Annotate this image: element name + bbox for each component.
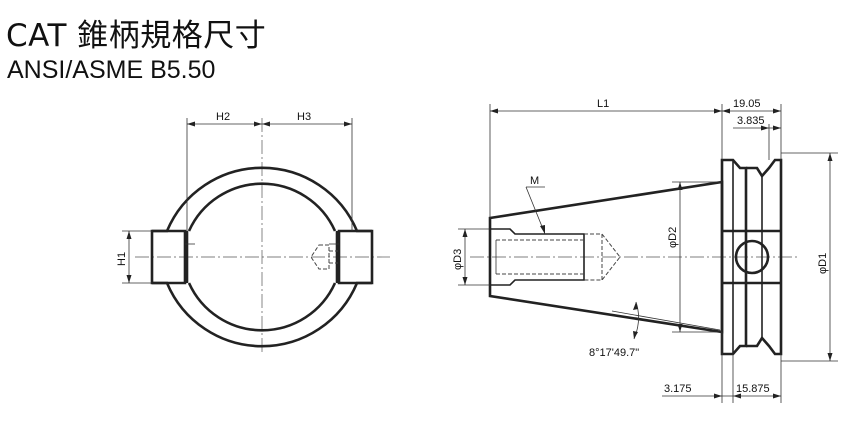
h2-arrow-left: [187, 121, 195, 127]
d1-arrow-top: [827, 153, 833, 161]
h3-arrow-right: [344, 121, 352, 127]
d2-arrow-top: [677, 182, 683, 190]
h3-arrow-mid: [262, 121, 270, 127]
taper-inner-circle: [187, 182, 337, 332]
h1-label: H1: [116, 252, 128, 266]
d19-arrow-right: [773, 108, 781, 114]
d3-arrow-bottom: [462, 277, 468, 285]
d19-arrow-left: [722, 108, 730, 114]
angle-arrow-bottom: [633, 331, 638, 339]
d19-label: 19.05: [733, 98, 761, 110]
d3835-label: 3.835: [737, 115, 765, 127]
d2-label: φD2: [667, 227, 679, 248]
taper-side-view: L1 19.05 3.835 M φD3 φD2: [452, 98, 838, 403]
orientation-hole: [734, 239, 770, 275]
page-subtitle: ANSI/ASME B5.50: [7, 56, 216, 84]
d3175-arrow: [714, 393, 722, 399]
retention-stud-thread: [490, 228, 585, 286]
d2-arrow-bottom: [677, 324, 683, 332]
h1-arrow-bottom: [126, 275, 132, 283]
page-title: CAT 錐柄規格尺寸: [6, 18, 267, 54]
l1-label: L1: [597, 98, 609, 110]
d1-label: φD1: [817, 253, 829, 274]
angle-label: 8°17'49.7": [589, 347, 639, 359]
l1-arrow-right: [714, 108, 722, 114]
hidden-drill-hole: [310, 244, 338, 270]
m-leader-arrow: [540, 225, 545, 234]
h1-arrow-top: [126, 231, 132, 239]
hidden-thread-bore: [496, 233, 621, 281]
h3-label: H3: [297, 111, 311, 123]
d3-label: φD3: [452, 249, 464, 270]
d3835-arrow-right: [773, 125, 781, 131]
d3-arrow-top: [462, 229, 468, 237]
h2-label: H2: [216, 111, 230, 123]
l1-arrow-left: [490, 108, 498, 114]
keyway-slot-left: [152, 229, 187, 285]
d15875-arrow-right: [773, 393, 781, 399]
m-label: M: [530, 175, 539, 187]
d15875-label: 15.875: [736, 383, 770, 395]
flange-v-groove: [746, 158, 783, 356]
d3835-arrow-left: [761, 125, 769, 131]
keyway-slot-right: [337, 229, 372, 285]
d1-arrow-bottom: [827, 353, 833, 361]
angle-extension-line: [611, 310, 721, 331]
h2-arrow-mid: [254, 121, 262, 127]
angle-arrow-top: [633, 302, 638, 310]
flange-front-view: H2 H3 H1: [116, 111, 390, 355]
d3175-label: 3.175: [664, 383, 692, 395]
